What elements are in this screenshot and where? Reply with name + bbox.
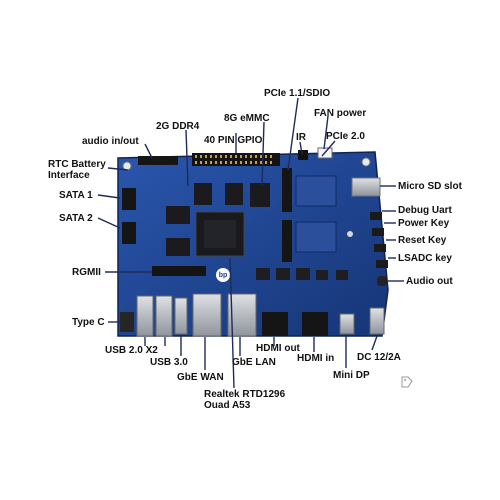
label-type-c: Type C bbox=[72, 317, 105, 328]
label-audio-io: audio in/out bbox=[82, 136, 139, 147]
ddr-chips bbox=[166, 183, 243, 256]
tag-icon bbox=[401, 376, 413, 388]
sata-connectors bbox=[122, 188, 136, 244]
label-ddr: 2G DDR4 bbox=[156, 121, 200, 132]
label-reset-key: Reset Key bbox=[398, 235, 447, 246]
label-microsd: Micro SD slot bbox=[398, 181, 462, 192]
label-rgmii: RGMII bbox=[72, 267, 101, 278]
label-debug-uart: Debug Uart bbox=[398, 205, 452, 216]
small-ics bbox=[256, 268, 348, 280]
label-fan-power: FAN power bbox=[314, 108, 367, 119]
label-soc-line1: Realtek RTD1296 bbox=[204, 389, 286, 400]
label-hdmi-out: HDMI out bbox=[256, 343, 300, 354]
pcie-slots bbox=[282, 168, 353, 262]
soc-chip bbox=[195, 211, 245, 257]
rgmii-header bbox=[152, 266, 206, 276]
label-dc: DC 12/2A bbox=[357, 352, 401, 363]
audio-header bbox=[138, 156, 178, 165]
label-hdmi-in: HDMI in bbox=[297, 353, 335, 364]
label-gbe-lan: GbE LAN bbox=[232, 357, 276, 368]
label-gbe-wan: GbE WAN bbox=[177, 372, 224, 383]
microsd-slot bbox=[351, 177, 381, 197]
label-rtc-line2: Interface bbox=[48, 170, 90, 181]
label-soc-line2: Ouad A53 bbox=[204, 400, 251, 411]
side-buttons bbox=[370, 212, 388, 286]
label-pcie2: PCIe 2.0 bbox=[326, 131, 365, 142]
label-sata1: SATA 1 bbox=[59, 190, 93, 201]
label-emmc: 8G eMMC bbox=[224, 113, 270, 124]
label-power-key: Power Key bbox=[398, 218, 450, 229]
ir-receiver bbox=[298, 150, 308, 160]
label-rtc-line1: RTC Battery bbox=[48, 159, 106, 170]
label-usb2: USB 2.0 X2 bbox=[105, 345, 158, 356]
emmc-chip bbox=[250, 183, 270, 207]
label-mini-dp: Mini DP bbox=[333, 370, 370, 381]
label-pcie-sdio: PCIe 1.1/SDIO bbox=[264, 88, 331, 99]
board-logo-text: bp bbox=[218, 272, 228, 279]
label-usb3: USB 3.0 bbox=[150, 357, 188, 368]
label-lsadc-key: LSADC key bbox=[398, 253, 452, 264]
label-audio-out: Audio out bbox=[406, 276, 453, 287]
gpio-header bbox=[192, 153, 280, 166]
label-gpio: 40 PIN GPIO bbox=[204, 135, 263, 146]
label-ir: IR bbox=[296, 132, 306, 143]
label-sata2: SATA 2 bbox=[59, 213, 93, 224]
board-logo bbox=[216, 268, 230, 282]
pointer-lines bbox=[97, 97, 404, 389]
